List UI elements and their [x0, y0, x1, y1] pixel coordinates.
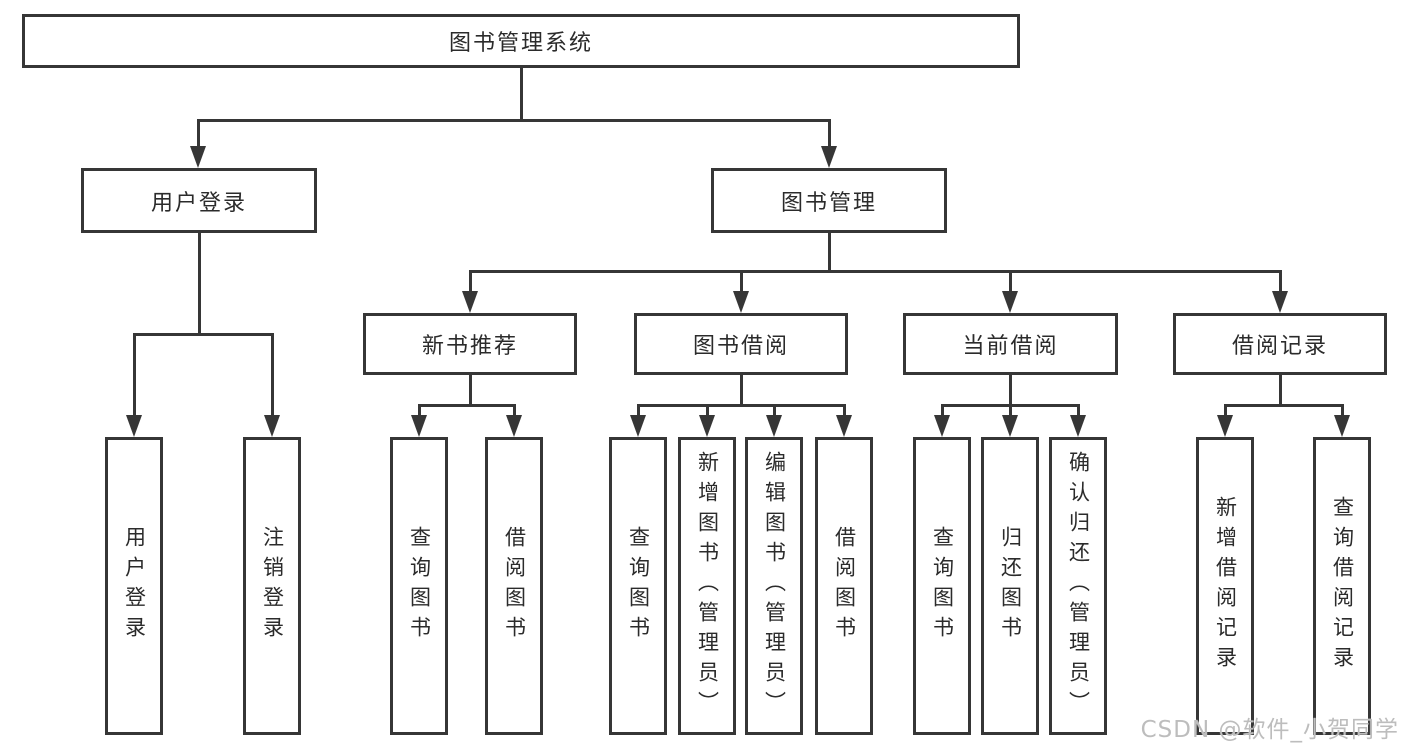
- leaf-query-books: 查询图书: [609, 437, 667, 735]
- node-user-login: 用户登录: [81, 168, 317, 233]
- node-current-borrowing: 当前借阅: [903, 313, 1118, 375]
- arrowhead-current-borrow: [1002, 291, 1018, 313]
- connector-stem-new-book: [469, 270, 472, 295]
- node-borrowing-records: 借阅记录: [1173, 313, 1387, 375]
- node-label: 查询图书: [407, 526, 432, 646]
- arrowhead-borrow-records: [1272, 291, 1288, 313]
- leaf-edit-books-admin: 编辑图书（管理员）: [745, 437, 803, 735]
- leaf-borrow-books: 借阅图书: [815, 437, 873, 735]
- connector-stem: [843, 404, 846, 417]
- csdn-watermark: CSDN @软件_小贺同学: [1140, 717, 1399, 743]
- connector-stem: [1224, 404, 1227, 417]
- arrowhead: [506, 415, 522, 437]
- node-label: 新增借阅记录: [1213, 496, 1238, 676]
- connector-book-borrow-branch: [637, 404, 846, 407]
- arrowhead: [411, 415, 427, 437]
- connector-stem: [1341, 404, 1344, 417]
- connector-new-book-branch: [418, 404, 516, 407]
- connector-stem: [1009, 404, 1012, 417]
- connector-stem: [1077, 404, 1080, 417]
- connector-stem-leaf-logout: [271, 333, 274, 417]
- connector-stem: [706, 404, 709, 417]
- connector-stem-current-borrow: [1009, 270, 1012, 295]
- node-label: 借阅图书: [502, 526, 527, 646]
- arrowhead-book-management: [821, 146, 837, 168]
- leaf-add-books-admin: 新增图书（管理员）: [678, 437, 736, 735]
- leaf-borrow-books-recommend: 借阅图书: [485, 437, 543, 735]
- connector-user-login-branch: [133, 333, 274, 336]
- node-label: 查询图书: [930, 526, 955, 646]
- node-label: 借阅记录: [1231, 334, 1328, 359]
- node-label: 用户登录: [122, 526, 147, 646]
- leaf-query-borrow-record: 查询借阅记录: [1313, 437, 1371, 735]
- arrowhead: [1002, 415, 1018, 437]
- leaf-confirm-return-admin: 确认归还（管理员）: [1049, 437, 1107, 735]
- arrowhead: [934, 415, 950, 437]
- connector-stem-user-login: [197, 119, 200, 151]
- connector-stem: [773, 404, 776, 417]
- connector-stem-book-borrow: [740, 270, 743, 295]
- node-label: 新书推荐: [421, 334, 518, 359]
- connector-new-book-drop: [469, 375, 472, 407]
- node-label: 借阅图书: [832, 526, 857, 646]
- node-book-management: 图书管理: [711, 168, 947, 233]
- connector-stem: [941, 404, 944, 417]
- arrowhead: [630, 415, 646, 437]
- node-root-library-management-system: 图书管理系统: [22, 14, 1020, 68]
- connector-stem-leaf-user-login: [133, 333, 136, 417]
- arrowhead-book-borrow: [733, 291, 749, 313]
- node-label: 当前借阅: [962, 334, 1059, 359]
- connector-root-branch: [197, 119, 831, 122]
- connector-book-management-drop: [828, 233, 831, 273]
- connector-stem: [418, 404, 421, 417]
- node-label: 查询借阅记录: [1330, 496, 1355, 676]
- arrowhead: [1334, 415, 1350, 437]
- arrowhead: [1217, 415, 1233, 437]
- arrowhead: [766, 415, 782, 437]
- arrowhead-user-login: [190, 146, 206, 168]
- connector-stem: [637, 404, 640, 417]
- node-new-book-recommendation: 新书推荐: [363, 313, 577, 375]
- connector-borrow-records-drop: [1279, 375, 1282, 407]
- connector-stem-borrow-records: [1279, 270, 1282, 295]
- node-label: 编辑图书（管理员）: [762, 451, 787, 721]
- arrowhead: [836, 415, 852, 437]
- connector-stem-book-management: [828, 119, 831, 151]
- arrowhead-leaf-user-login: [126, 415, 142, 437]
- connector-user-login-drop: [198, 233, 201, 336]
- node-label: 注销登录: [260, 526, 285, 646]
- node-label: 图书借阅: [692, 334, 789, 359]
- node-label: 新增图书（管理员）: [695, 451, 720, 721]
- connector-root-drop: [520, 68, 523, 122]
- node-label: 图书管理: [780, 190, 877, 216]
- arrowhead: [1070, 415, 1086, 437]
- arrowhead-new-book: [462, 291, 478, 313]
- leaf-query-books-recommend: 查询图书: [390, 437, 448, 735]
- node-label: 查询图书: [626, 526, 651, 646]
- leaf-logout: 注销登录: [243, 437, 301, 735]
- arrowhead: [699, 415, 715, 437]
- connector-book-borrow-drop: [740, 375, 743, 407]
- node-label: 用户登录: [150, 190, 247, 216]
- leaf-add-borrow-record: 新增借阅记录: [1196, 437, 1254, 735]
- leaf-query-books-current: 查询图书: [913, 437, 971, 735]
- node-label: 图书管理系统: [448, 31, 593, 56]
- connector-borrow-records-branch: [1224, 404, 1344, 407]
- connector-stem: [513, 404, 516, 417]
- leaf-return-books: 归还图书: [981, 437, 1039, 735]
- node-label: 确认归还（管理员）: [1066, 451, 1091, 721]
- leaf-user-login: 用户登录: [105, 437, 163, 735]
- connector-current-borrow-drop: [1009, 375, 1012, 407]
- node-label: 归还图书: [998, 526, 1023, 646]
- arrowhead-leaf-logout: [264, 415, 280, 437]
- connector-book-management-branch: [469, 270, 1281, 273]
- node-book-borrowing: 图书借阅: [634, 313, 848, 375]
